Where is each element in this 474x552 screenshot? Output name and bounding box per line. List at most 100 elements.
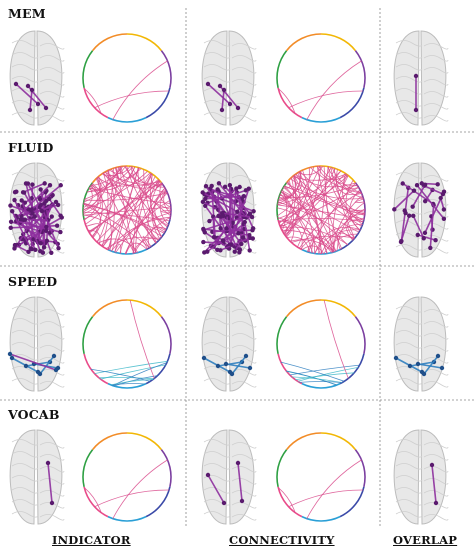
brain-node <box>421 371 427 377</box>
brain-edge <box>236 191 254 230</box>
brain-edge <box>225 213 229 230</box>
brain-node <box>211 234 217 240</box>
brain-hemisphere-left <box>201 30 228 126</box>
connectome-chord <box>114 243 122 254</box>
connectome-chord <box>108 165 131 174</box>
brain-node <box>44 224 49 230</box>
connectome-chord <box>293 174 363 227</box>
ring-segment <box>339 219 365 251</box>
ring-segment <box>160 182 172 220</box>
brain-node <box>205 81 211 87</box>
brain-gyrus <box>395 40 423 47</box>
brain-node <box>422 230 428 236</box>
brain-edge <box>15 184 51 219</box>
brain-gyrus <box>11 330 39 337</box>
connectome-chord <box>84 88 102 114</box>
brain-node <box>43 105 49 111</box>
connectome-chord <box>283 186 334 253</box>
brain-node <box>406 213 412 218</box>
brain-view <box>9 296 65 392</box>
brain-node <box>23 363 29 369</box>
brain-node <box>411 188 417 193</box>
connectome-chords <box>278 459 364 519</box>
brain-gyrus <box>231 309 257 316</box>
connectome-chord <box>125 242 148 255</box>
connectome-chord <box>291 235 356 243</box>
brain-node <box>240 235 246 240</box>
connectome-chord <box>110 168 163 189</box>
brain-node <box>29 87 35 93</box>
ring-segment <box>82 316 94 354</box>
row-label-mem: MEM <box>8 6 46 21</box>
brain-gyrus <box>423 442 449 449</box>
brain-node <box>25 83 31 89</box>
brain-gyrus <box>423 490 449 497</box>
connectome-chords <box>276 165 366 255</box>
brain-node <box>218 248 223 253</box>
ring-segment <box>160 50 172 88</box>
brain-node <box>216 213 221 219</box>
ring-segment <box>83 219 109 251</box>
brain-gyrus <box>395 208 423 215</box>
brain-gyrus <box>395 88 423 95</box>
ring-segment <box>276 449 288 487</box>
brain-gyrus <box>203 499 231 506</box>
brain-node <box>53 367 59 373</box>
brain-node <box>236 231 241 236</box>
connectome-ring <box>276 33 366 123</box>
brain-node <box>49 250 54 256</box>
brain-gyrus <box>11 100 39 107</box>
connectome-chord <box>276 207 328 254</box>
brain-gyrus <box>423 454 449 461</box>
brain-node <box>203 196 208 202</box>
row-label-speed: SPEED <box>8 274 58 289</box>
connectome-chord <box>333 224 363 253</box>
ring-segment <box>301 116 341 123</box>
brain-gyrus <box>423 103 449 110</box>
brain-edge <box>30 184 62 211</box>
brain-node <box>215 363 221 369</box>
brain-node <box>421 236 426 241</box>
brain-edge <box>225 363 251 369</box>
brain-gyrus <box>423 309 449 316</box>
brain-view <box>201 429 257 525</box>
brain-node <box>21 190 27 195</box>
brain-node <box>415 232 420 238</box>
brain-gyrus <box>203 112 231 119</box>
brain-view <box>201 30 257 126</box>
brain-gyrus <box>39 442 65 449</box>
brain-gyrus <box>39 333 65 340</box>
brain-gyrus <box>203 52 231 59</box>
brain-node <box>219 107 225 113</box>
brain-gyrus <box>231 175 257 182</box>
brain-edges <box>201 353 253 377</box>
brain-node <box>22 200 28 205</box>
brain-gyrus <box>11 40 39 47</box>
brain-node <box>59 215 64 220</box>
connectome-chord <box>289 178 364 200</box>
brain-edge <box>15 220 62 233</box>
connectome-chord <box>88 166 136 191</box>
brain-node <box>223 361 229 367</box>
brain-node <box>27 107 33 113</box>
brain-gyrus <box>395 244 423 251</box>
brain-node <box>43 228 49 234</box>
brain-node <box>433 238 438 243</box>
ring-segment <box>91 299 128 318</box>
brain-edge <box>48 197 62 217</box>
connectome-chord <box>97 172 151 187</box>
brain-gyrus <box>231 43 257 50</box>
brain-node <box>243 353 249 359</box>
brain-node <box>441 216 447 222</box>
grid-dividers <box>0 8 474 528</box>
ring-segment <box>160 449 172 487</box>
connectome-chord <box>349 189 361 231</box>
connectome-chord <box>299 171 364 223</box>
brain-gyrus <box>231 454 257 461</box>
ring-segment <box>285 299 322 318</box>
connectome-chord <box>298 191 362 249</box>
brain-gyrus <box>395 511 423 518</box>
brain-node <box>241 194 247 199</box>
brain-hemisphere-left <box>393 429 420 525</box>
